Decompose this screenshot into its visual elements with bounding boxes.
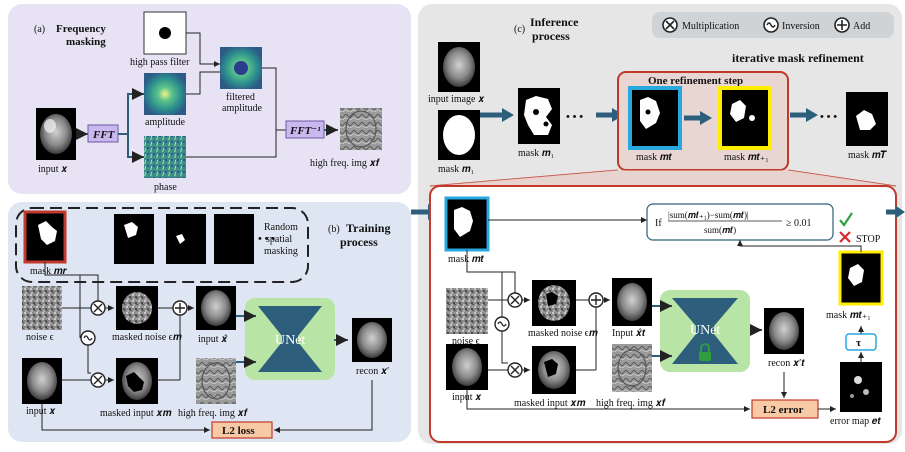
train-letter: (b)	[328, 224, 340, 235]
detail-inversion-icon	[494, 316, 510, 332]
train-inversion-icon	[80, 330, 96, 346]
filtered-label-1: filtered	[226, 92, 255, 103]
inf-mask-mt1-image	[718, 86, 772, 150]
filtered-label-2: amplitude	[222, 103, 263, 114]
iterative-title: iterative mask refinement	[732, 51, 864, 65]
train-highfreq-image	[196, 358, 236, 404]
train-masked-noise-label: masked noise ϵ𝒎	[112, 332, 182, 343]
detail-masked-input-label: masked input 𝒙𝒎	[514, 398, 586, 409]
train-input-x-label: input 𝒙	[26, 406, 56, 417]
legend-add-label: Add	[853, 21, 870, 32]
train-input-xhat-label: input 𝒙̂	[198, 334, 228, 345]
amplitude-label: amplitude	[145, 117, 186, 128]
inversion-icon	[763, 17, 779, 33]
condition-numerator: |sum(𝒎𝒕₊₁)−sum(𝒎𝒕)|	[668, 210, 749, 220]
detail-recon-label: recon 𝒙′𝒕	[768, 358, 805, 369]
train-noise-image	[22, 286, 62, 330]
inf-ellipsis-2: • • •	[820, 111, 837, 123]
train-recon-label: recon 𝒙′	[356, 366, 389, 377]
inf-mask-mT-label: mask 𝒎𝑻	[848, 150, 888, 161]
detail-input-xhat-label: Input 𝒙̂𝒕	[612, 328, 646, 339]
inf-mask-m1b-label: mask 𝒎₁	[518, 148, 554, 159]
inf-title-2: process	[532, 29, 570, 43]
freq-highfreq-label: high freq. img 𝒙𝒇	[310, 158, 380, 169]
freq-highfreq-image	[340, 108, 382, 150]
detail-multiply-icon-2	[507, 362, 523, 378]
filtered-hole	[234, 61, 248, 75]
inf-ellipsis-1: • • •	[566, 111, 583, 123]
multiplication-icon	[662, 17, 678, 33]
condition-prefix: If	[655, 218, 662, 229]
freq-letter: (a)	[34, 24, 45, 35]
train-unet-shape	[258, 306, 322, 372]
inf-mask-m1-label: mask 𝒎₁	[438, 164, 474, 175]
random-mask-3	[214, 214, 254, 264]
random-masking-dashed-box	[15, 207, 309, 283]
cross-icon	[839, 231, 851, 243]
train-loss-box	[211, 421, 273, 439]
legend-inversion-label: Inversion	[782, 21, 820, 32]
ifft-label: FFT⁻¹	[289, 125, 321, 137]
stop-label: STOP	[856, 234, 881, 245]
train-title-2: process	[340, 235, 378, 249]
train-unet-label: UNet	[275, 333, 305, 348]
tau-label: τ	[856, 337, 861, 349]
detail-unet-label: UNet	[690, 323, 720, 338]
freq-title-1: Frequency	[56, 23, 106, 35]
check-icon	[839, 212, 853, 227]
detail-unet-shape	[672, 298, 738, 364]
one-step-label: One refinement step	[648, 75, 743, 87]
condition-suffix: ≥ 0.01	[786, 218, 812, 229]
inf-input-label: input image 𝒙	[428, 94, 485, 105]
random-mask-1	[114, 214, 154, 264]
train-mask-mr-label: mask 𝒎𝒓	[30, 266, 68, 277]
freq-input-label: input 𝒙	[38, 164, 68, 175]
train-add-icon	[172, 300, 188, 316]
amplitude-image	[144, 73, 186, 115]
detail-noise-label: noise ϵ	[452, 336, 480, 347]
detail-error-map-label: error map 𝒆𝒕	[830, 416, 881, 427]
inf-title-1: Inference	[530, 15, 579, 29]
inf-letter: (c)	[514, 24, 525, 35]
train-ellipsis: • • •	[258, 233, 275, 245]
inf-mask-mt1-label: mask 𝒎𝒕₊₁	[724, 152, 769, 163]
random-label-2: spatial	[266, 234, 292, 245]
detail-mask-mt-label: mask 𝒎𝒕	[448, 254, 485, 265]
detail-masked-noise-label: masked noise ϵ𝒎	[528, 328, 598, 339]
train-highfreq-label: high freq. img 𝒙𝒇	[178, 408, 248, 419]
lock-icon	[699, 343, 711, 361]
phase-image	[144, 136, 186, 178]
train-noise-label: noise ϵ	[26, 332, 54, 343]
train-masked-input-label: masked input 𝒙𝒎	[100, 408, 172, 419]
filter-dot	[159, 27, 171, 39]
legend-multiplication-label: Multiplication	[682, 21, 739, 32]
panel-frequency	[8, 4, 411, 194]
detail-highfreq-image	[612, 344, 652, 392]
freq-title-2: masking	[66, 36, 106, 48]
detail-mask-mt1-label: mask 𝒎𝒕₊₁	[826, 310, 871, 321]
train-loss-label: L2 loss	[222, 425, 255, 437]
detail-noise-image	[446, 288, 488, 334]
train-multiply-icon-1	[90, 300, 106, 316]
detail-add-icon	[588, 292, 604, 308]
phase-label: phase	[154, 182, 177, 193]
fft-label: FFT	[92, 129, 116, 141]
condition-denominator: sum(𝒎𝒕)	[704, 225, 736, 235]
detail-highfreq-label: high freq. img 𝒙𝒇	[596, 398, 666, 409]
freq-brain	[40, 114, 72, 154]
high-pass-filter-label: high pass filter	[130, 57, 190, 68]
inf-mask-mt-label: mask 𝒎𝒕	[636, 152, 673, 163]
detail-multiply-icon-1	[507, 292, 523, 308]
detail-error-map-image	[840, 362, 882, 412]
random-mask-2	[166, 214, 206, 264]
detail-error-label: L2 error	[763, 404, 804, 416]
train-multiply-icon-2	[90, 372, 106, 388]
train-title-1: Training	[346, 221, 390, 235]
add-icon	[834, 17, 850, 33]
random-label-3: masking	[264, 246, 298, 257]
random-label-1: Random	[264, 222, 298, 233]
